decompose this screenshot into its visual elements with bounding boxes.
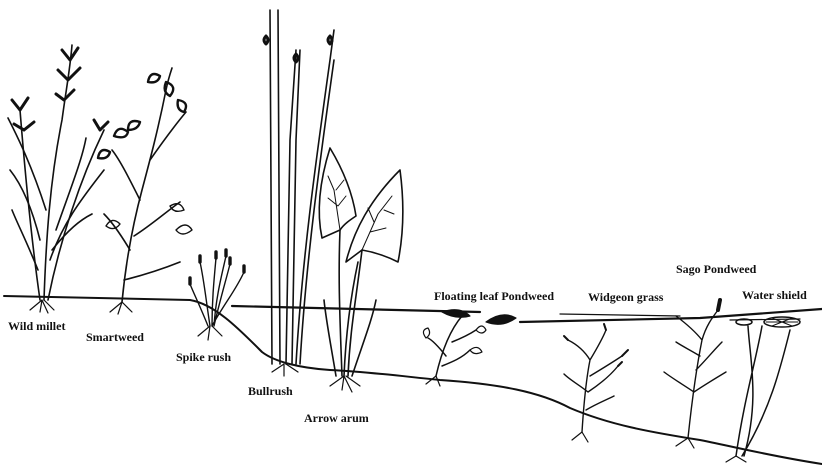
label-smartweed: Smartweed <box>86 331 144 343</box>
sago-pondweed-plant <box>664 300 726 448</box>
floating-leaf-pondweed-plant <box>423 310 516 386</box>
shoreline-ground-profile <box>4 296 822 464</box>
wild-millet-plant <box>8 45 108 313</box>
label-widgeon-grass: Widgeon grass <box>588 291 663 303</box>
label-water-shield: Water shield <box>742 289 807 301</box>
arrow-arum-plant <box>319 148 403 392</box>
label-bullrush: Bullrush <box>248 385 293 397</box>
label-arrow-arum: Arrow arum <box>304 412 369 424</box>
label-wild-millet: Wild millet <box>8 320 65 332</box>
label-floating-leaf-pondweed: Floating leaf Pondweed <box>434 290 554 302</box>
bullrush-plant <box>264 10 334 376</box>
water-shield-plant <box>726 317 800 462</box>
label-sago-pondweed: Sago Pondweed <box>676 263 756 275</box>
smartweed-plant <box>98 68 192 314</box>
label-spike-rush: Spike rush <box>176 351 231 363</box>
